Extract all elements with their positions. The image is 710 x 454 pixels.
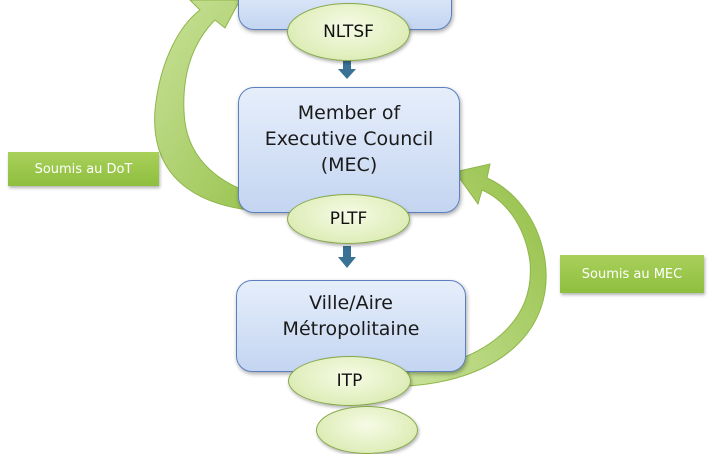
- itp-ellipse: ITP: [288, 356, 411, 406]
- submitted-mec-label: Soumis au MEC: [560, 255, 704, 293]
- ville-box-text: Ville/Aire Métropolitaine: [282, 292, 420, 340]
- itp-label: ITP: [336, 371, 363, 391]
- diagram-connectors: [154, 0, 547, 387]
- bottom-ellipse: [316, 406, 418, 454]
- pltf-label: PLTF: [329, 209, 368, 229]
- down-arrow-1: [338, 61, 356, 79]
- curved-arrow-right: [407, 163, 547, 387]
- down-arrow-2: [338, 246, 356, 268]
- submitted-mec-text: Soumis au MEC: [581, 266, 683, 282]
- curved-arrow-left: [154, 0, 293, 213]
- nltsf-ellipse: NLTSF: [287, 3, 410, 61]
- mec-box-text: Member of Executive Council (MEC): [264, 102, 434, 176]
- flow-diagram: NLTSF Member of Executive Council (MEC) …: [8, 0, 704, 454]
- pltf-ellipse: PLTF: [287, 194, 410, 244]
- submitted-dot-text: Soumis au DoT: [34, 161, 133, 177]
- nltsf-label: NLTSF: [323, 22, 374, 42]
- submitted-dot-label: Soumis au DoT: [8, 152, 159, 186]
- mec-box: Member of Executive Council (MEC): [238, 87, 460, 213]
